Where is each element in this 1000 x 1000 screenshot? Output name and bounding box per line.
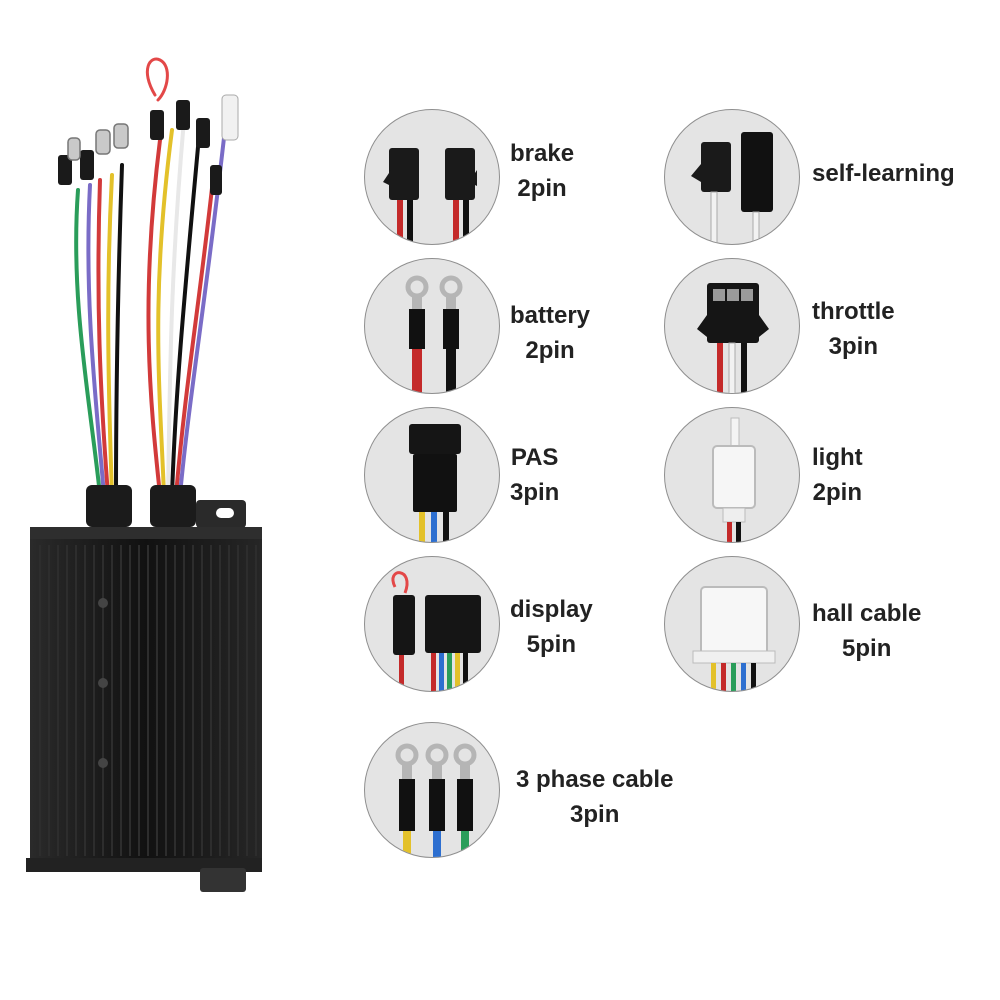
light-connector-icon	[664, 407, 800, 543]
brake-label: brake 2pin	[510, 136, 575, 206]
throttle-connector-icon	[664, 258, 800, 394]
phase-cable-connector-icon	[364, 722, 500, 858]
battery-label: battery 2pin	[510, 298, 591, 368]
pas-label: PAS 3pin	[510, 440, 560, 510]
controller-wires-icon	[74, 57, 228, 497]
throttle-label: throttle 3pin	[812, 294, 895, 364]
battery-connector-icon	[364, 258, 500, 394]
motor-controller-image	[26, 57, 262, 892]
display-label: display 5pin	[510, 592, 593, 662]
light-label: light 2pin	[812, 440, 863, 510]
pas-connector-icon	[364, 407, 500, 543]
phase-cable-label: 3 phase cable 3pin	[516, 762, 674, 832]
brake-connector-icon	[364, 109, 500, 245]
hall-cable-connector-icon	[664, 556, 800, 692]
self-learning-connector-icon	[664, 109, 800, 245]
display-connector-icon	[364, 556, 500, 692]
self-learning-label: self-learning	[812, 156, 955, 191]
hall-cable-label: hall cable 5pin	[812, 596, 922, 666]
